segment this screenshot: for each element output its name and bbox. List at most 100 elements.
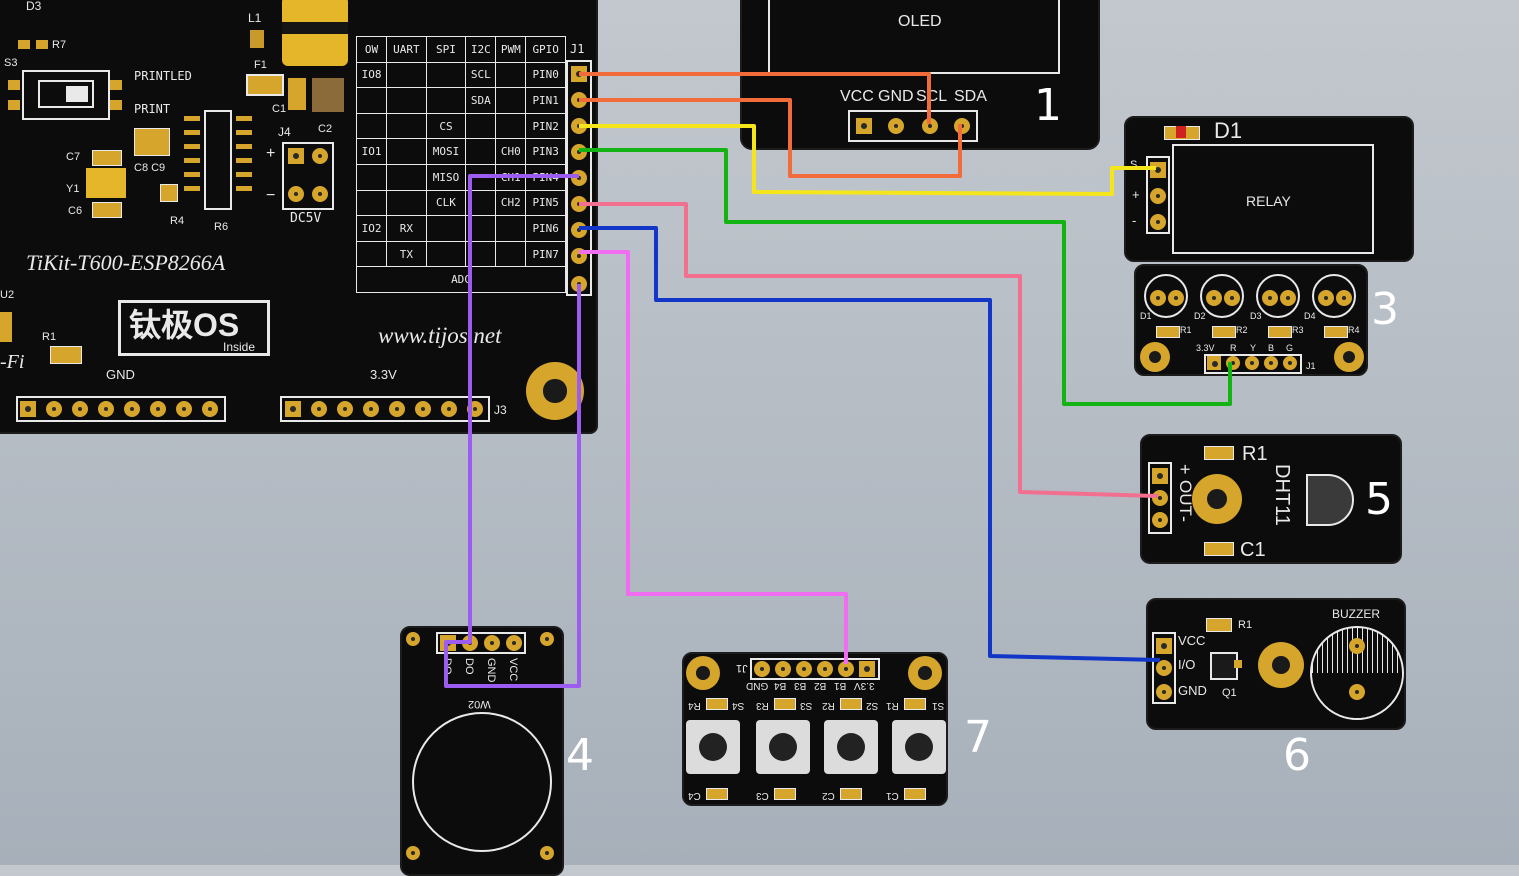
module-number-1: 1 [1034, 80, 1062, 131]
silk-c2: C2 [318, 123, 333, 135]
keypad-pin-b1: B1 [834, 680, 847, 691]
silk-r6: R1 [42, 331, 57, 343]
buzzer-name: BUZZER [1332, 607, 1380, 621]
keypad-pin-gnd: GND [746, 680, 769, 691]
silk-j3: J3 [494, 403, 507, 417]
silk-dc5v: DC5V [290, 211, 322, 226]
keypad-pin-b3: B3 [794, 680, 807, 691]
dht11-sensor-body [1306, 474, 1354, 526]
inductor-l1 [282, 0, 348, 66]
buzzer-pin-io: I/O [1178, 657, 1196, 672]
relay-pin-s: S [1130, 159, 1138, 171]
silk-c6: C6 [68, 205, 83, 217]
key-button-s2[interactable] [824, 720, 878, 774]
silk-r7: R7 [52, 39, 67, 51]
key-button-s4[interactable] [686, 720, 740, 774]
led-pin-r: R [1230, 343, 1237, 353]
bottom-header-left [16, 396, 226, 422]
silk-3v3: 3.3V [370, 367, 397, 382]
wire-pin6-buzzer [579, 226, 1161, 662]
led-module: D1 D2 D3 D4 R1 R2 R3 R4 3.3V R Y B G J1 [1134, 264, 1368, 376]
relay-ref: D1 [1214, 118, 1243, 143]
module-number-5: 5 [1365, 474, 1393, 525]
relay-pin-minus: - [1132, 213, 1137, 228]
silk-wifi-fragment: -Fi [0, 351, 25, 373]
relay-name: RELAY [1246, 193, 1291, 209]
chip-u2 [204, 110, 232, 210]
switch-s3 [22, 70, 110, 120]
oled-module: OLED VCC GND SCL SDA 1 [740, 0, 1100, 150]
buzzer-r1: R1 [1238, 619, 1253, 631]
module-number-7: 7 [964, 712, 992, 763]
gpio-table-header: OW UART SPI I2C PWM GPIO [355, 36, 566, 63]
j4-header [282, 142, 334, 210]
module-number-4: 4 [566, 730, 594, 781]
silk-gnd: GND [106, 367, 135, 382]
pin6-pad[interactable] [571, 222, 587, 238]
dht11-module: + OUT - R1 DHT11 C1 [1140, 434, 1402, 564]
relay-module: D1 RELAY S + - [1124, 116, 1414, 262]
pin5-pad[interactable] [571, 196, 587, 212]
tijos-logo: 钛极OS [129, 307, 240, 343]
dht11-r1: R1 [1242, 443, 1268, 465]
silk-printled: PRINTLED [134, 69, 192, 83]
buzzer-pin-vcc: VCC [1178, 633, 1206, 648]
keypad-pin-b4: B4 [774, 680, 787, 691]
w02-pin-gnd: GND [485, 658, 497, 683]
w02-module: DO DO GND VCC W02 [400, 626, 564, 876]
pin2-pad[interactable] [571, 118, 587, 134]
pin0-pad[interactable] [571, 66, 587, 82]
silk-u2: R6 [214, 221, 229, 233]
adc-pad[interactable] [571, 276, 587, 292]
silk-s3: S3 [4, 57, 18, 69]
pin1-pad[interactable] [571, 92, 587, 108]
module-number-3: 3 [1371, 284, 1399, 335]
silk-print: PRINT [134, 102, 171, 116]
buzzer-q1: Q1 [1222, 687, 1237, 699]
silk-j4: J4 [278, 125, 291, 139]
silk-r4: R4 [170, 215, 185, 227]
led-pin-y: Y [1250, 343, 1257, 353]
pin3-pad[interactable] [571, 144, 587, 160]
wire-pin5-dht11 [579, 202, 1159, 498]
dht11-pin-minus: - [1175, 516, 1195, 522]
led-pin-b: B [1268, 343, 1275, 353]
tijos-logo-sub: Inside [223, 340, 256, 354]
buzzer-header [1152, 632, 1176, 704]
oled-name: OLED [898, 13, 942, 30]
mounting-hole [526, 362, 584, 420]
w02-pin-vcc: VCC [507, 658, 519, 682]
tijos-logo-box: 钛极OS Inside [118, 300, 270, 356]
silk-j1: J1 [570, 42, 585, 56]
keypad-ref: J1 [736, 662, 748, 674]
board-name: TiKit-T600-ESP8266A [26, 250, 226, 275]
buzzer-body [1310, 626, 1404, 720]
w02-sensor-ring [412, 712, 552, 852]
oled-pin-gnd: GND [878, 88, 914, 105]
main-board-silk: D3 R7 S3 PRINTLED PRINT L1 F1 C1 C2 J4 +… [0, 0, 600, 436]
module-number-6: 6 [1283, 730, 1311, 781]
gpio-table-footer: ADC [356, 266, 566, 293]
board-url: www.tijos.net [378, 323, 502, 348]
key-button-s1[interactable] [892, 720, 946, 774]
dht11-c1: C1 [1240, 539, 1266, 561]
oled-pin-vcc: VCC [840, 88, 874, 105]
relay-pin-plus: + [1132, 187, 1140, 202]
key-button-s3[interactable] [756, 720, 810, 774]
pin7-pad[interactable] [571, 248, 587, 264]
silk-c1: C1 [272, 103, 287, 115]
w02-name: W02 [468, 698, 491, 710]
keypad-pin-b2: B2 [814, 680, 827, 691]
pin4-pad[interactable] [571, 170, 587, 186]
silk-y1: Y1 [66, 183, 80, 195]
silk-d3: D3 [26, 0, 42, 13]
led-pin-3v3: 3.3V [1196, 343, 1215, 353]
